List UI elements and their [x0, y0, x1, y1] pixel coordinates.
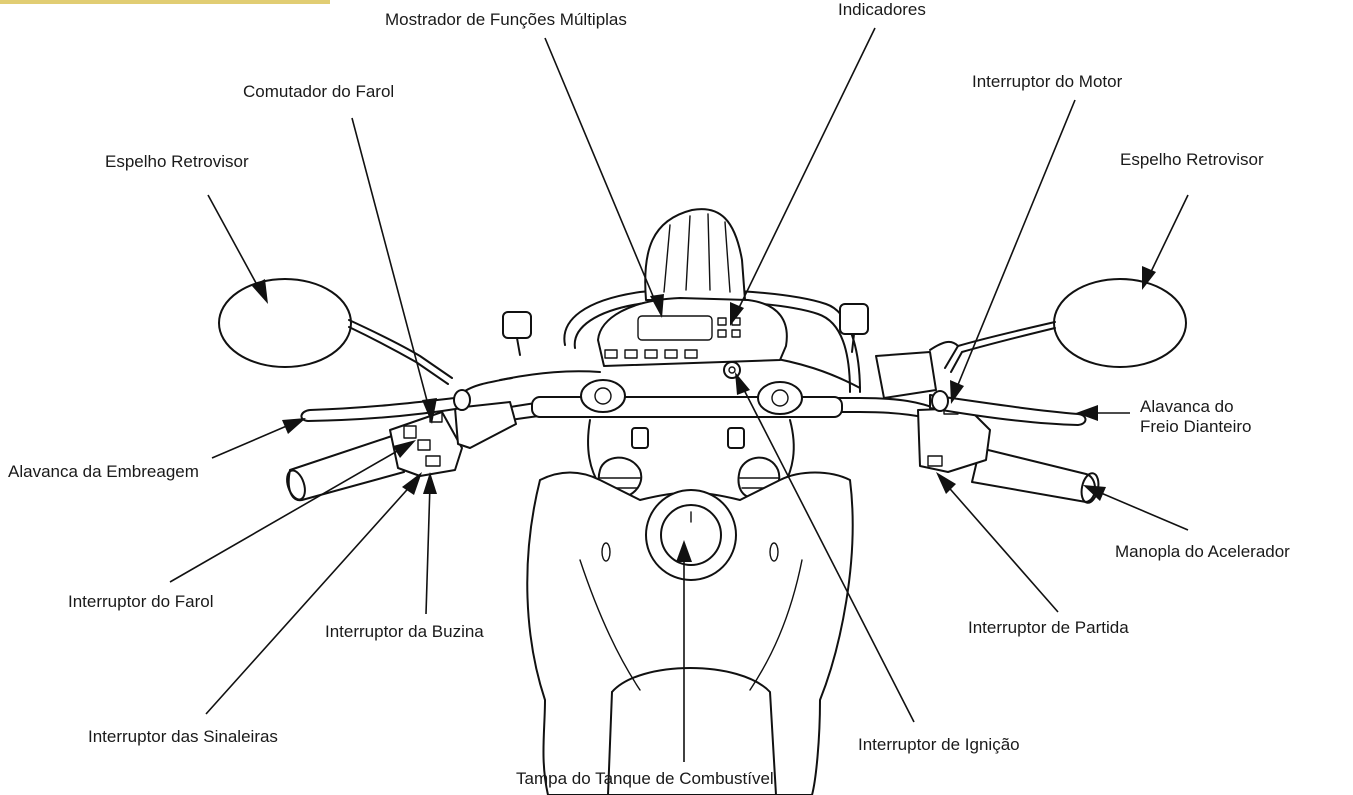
headlight-cowl-shape	[645, 209, 745, 300]
label-manopla-acelerador: Manopla do Acelerador	[1115, 542, 1290, 562]
label-alavanca-embreagem: Alavanca da Embreagem	[8, 462, 199, 482]
label-comutador-farol: Comutador do Farol	[243, 82, 394, 102]
right-mirror-shape	[945, 279, 1186, 372]
label-tampa-tanque-combustivel: Tampa do Tanque de Combustível	[516, 769, 774, 789]
label-interruptor-ignicao: Interruptor de Ignição	[858, 735, 1020, 755]
left-grip-shape	[284, 378, 516, 502]
label-alavanca-freio-line1: Alavanca do	[1140, 397, 1252, 417]
label-espelho-retrovisor-direito: Espelho Retrovisor	[1120, 150, 1264, 170]
label-interruptor-sinaleiras: Interruptor das Sinaleiras	[88, 727, 278, 747]
label-interruptor-buzina: Interruptor da Buzina	[325, 622, 484, 642]
right-grip-shape	[876, 342, 1101, 504]
label-espelho-retrovisor-esquerdo: Espelho Retrovisor	[105, 152, 249, 172]
handlebar-shape	[470, 397, 944, 426]
label-alavanca-freio-dianteiro: Alavanca do Freio Dianteiro	[1140, 397, 1252, 437]
instrument-cluster-shape	[598, 298, 787, 378]
label-interruptor-farol: Interruptor do Farol	[68, 592, 214, 612]
label-alavanca-freio-line2: Freio Dianteiro	[1140, 417, 1252, 437]
label-interruptor-partida: Interruptor de Partida	[968, 618, 1129, 638]
label-interruptor-motor: Interruptor do Motor	[972, 72, 1122, 92]
left-mirror-shape	[219, 279, 452, 384]
fuel-tank-shape	[527, 473, 852, 795]
label-mostrador-funcoes: Mostrador de Funções Múltiplas	[385, 10, 627, 30]
label-indicadores: Indicadores	[838, 0, 926, 20]
